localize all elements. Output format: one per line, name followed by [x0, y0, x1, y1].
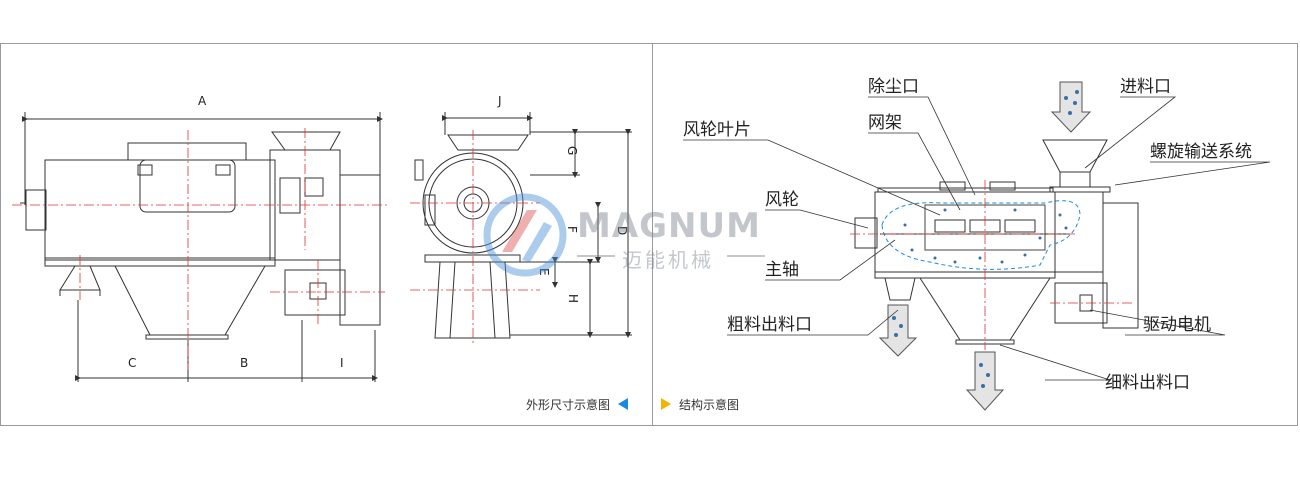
caption-structure-diagram[interactable]: 结构示意图 [679, 397, 740, 412]
label-coarse-outlet: 粗料出料口 [727, 315, 812, 335]
caption-dimension-diagram[interactable]: 外形尺寸示意图 [526, 397, 611, 412]
fine-arrow [965, 351, 1005, 411]
brand-logo-icon [483, 193, 567, 277]
feed-arrow [1050, 81, 1092, 133]
dim-label-G: G [565, 146, 579, 155]
coarse-arrow [878, 304, 918, 357]
leader-lines [683, 96, 1271, 381]
dim-label-H: H [566, 294, 580, 303]
footer-left[interactable]: 外形尺寸示意图 [526, 395, 629, 413]
dim-label-E: E [537, 268, 551, 276]
brand-watermark: MAGNUM 迈能机械 [482, 192, 827, 278]
diagram-frame [0, 43, 1298, 426]
label-main-shaft: 主轴 [765, 260, 799, 280]
watermark-dash-left [577, 255, 615, 257]
right-arrow-icon[interactable] [661, 398, 671, 410]
label-drive-motor: 驱动电机 [1143, 315, 1211, 335]
label-dust-outlet: 除尘口 [868, 77, 919, 97]
watermark-brand-cn: 迈能机械 [622, 248, 714, 272]
label-screw-conveyor: 螺旋输送系统 [1150, 142, 1252, 162]
label-fine-outlet: 细料出料口 [1105, 373, 1190, 393]
watermark-brand: MAGNUM [577, 206, 761, 246]
side-view-centerlines [12, 128, 390, 370]
side-view-drawing [20, 112, 383, 382]
end-view-centerlines [410, 130, 540, 345]
label-impeller-blade: 风轮叶片 [683, 120, 751, 140]
dim-label-B: B [240, 356, 248, 370]
dim-label-A: A [198, 94, 207, 108]
dim-label-C: C [128, 356, 136, 370]
panel-divider [652, 43, 653, 426]
label-impeller: 风轮 [765, 190, 799, 210]
label-screen-frame: 网架 [868, 113, 902, 133]
footer-right[interactable]: 结构示意图 [661, 395, 739, 413]
dim-label-I: I [340, 356, 344, 370]
airflow-path [881, 200, 1081, 270]
dim-label-F: F [565, 226, 579, 233]
watermark-dash-right [727, 255, 765, 257]
dim-label-D: D [615, 226, 629, 235]
material-particles [903, 208, 1068, 264]
dim-label-J: J [497, 94, 502, 108]
label-feed-inlet: 进料口 [1120, 77, 1171, 97]
left-arrow-icon[interactable] [618, 398, 629, 410]
structure-centerlines [850, 180, 1135, 350]
